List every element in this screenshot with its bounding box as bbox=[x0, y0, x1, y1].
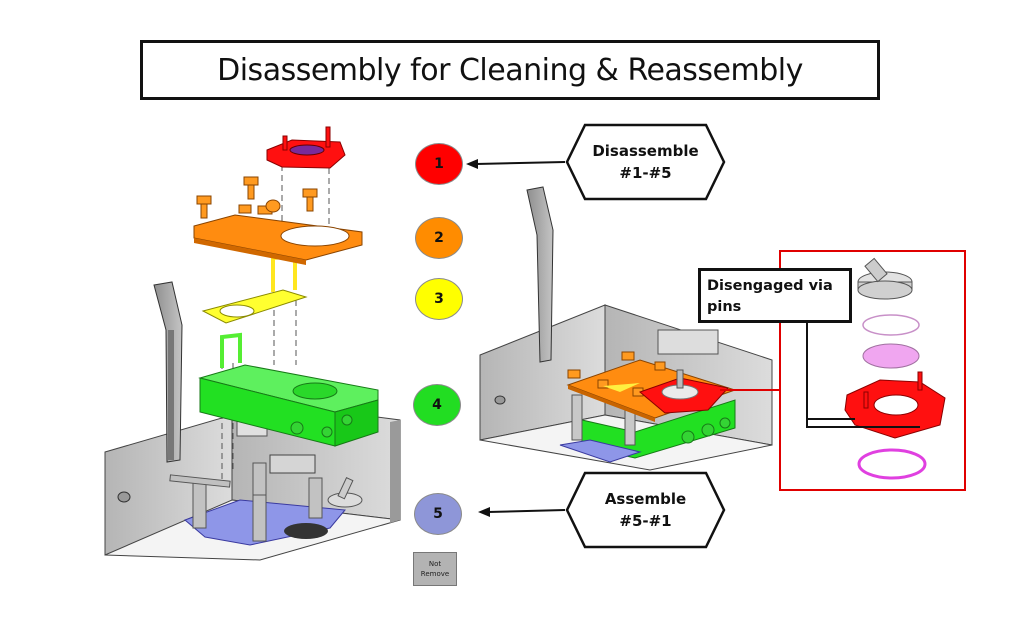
callout-disengaged-line1: Disengaged via bbox=[707, 278, 833, 294]
callout-disassemble-line1: Disassemble bbox=[592, 142, 699, 160]
magenta-o-ring bbox=[857, 448, 927, 480]
pink-disc bbox=[862, 343, 920, 369]
left-bracket-arm bbox=[153, 281, 183, 463]
step-2-label: 2 bbox=[434, 230, 444, 246]
callout-disengaged: Disengaged via pins bbox=[698, 268, 852, 323]
step-3-circle: 3 bbox=[415, 278, 463, 320]
step-5-label: 5 bbox=[433, 506, 443, 522]
callout-assemble-line2: #5-#1 bbox=[619, 512, 672, 530]
step-3-label: 3 bbox=[434, 291, 444, 307]
detail-parts bbox=[806, 257, 946, 480]
title-box: Disassembly for Cleaning & Reassembly bbox=[140, 40, 880, 100]
step-2-circle: 2 bbox=[415, 217, 463, 259]
left-posts bbox=[192, 462, 323, 542]
arrows bbox=[466, 159, 566, 517]
left-exploded-assembly bbox=[104, 126, 401, 561]
o-ring-thin bbox=[862, 314, 920, 336]
callout-assemble-line1: Assemble bbox=[604, 490, 687, 508]
step-4-label: 4 bbox=[432, 397, 442, 413]
left-orange-plate bbox=[193, 176, 363, 265]
left-yellow-plate bbox=[201, 289, 308, 324]
page-title: Disassembly for Cleaning & Reassembly bbox=[217, 52, 803, 88]
hexagon-disassemble-shape bbox=[565, 123, 726, 201]
step-5-circle: 5 bbox=[414, 493, 462, 535]
left-green-block bbox=[198, 364, 379, 447]
step-1-label: 1 bbox=[434, 156, 444, 172]
step-4-circle: 4 bbox=[413, 384, 461, 426]
step-1-circle: 1 bbox=[415, 143, 463, 185]
red-clamp-detail bbox=[844, 371, 946, 439]
callout-assemble: Assemble #5-#1 bbox=[567, 473, 724, 547]
left-green-handle bbox=[220, 332, 242, 368]
not-remove-line2: Remove bbox=[420, 570, 450, 578]
left-red-clamp bbox=[266, 126, 346, 169]
hexagon-assemble-shape bbox=[565, 471, 726, 549]
not-remove-legend: Not Remove bbox=[413, 552, 457, 586]
not-remove-line1: Not bbox=[428, 560, 442, 568]
detail-frame bbox=[779, 250, 966, 491]
left-filter-disc bbox=[284, 523, 328, 539]
right-assembled-unit bbox=[479, 186, 779, 471]
callout-disengaged-line2: pins bbox=[707, 299, 742, 315]
callout-disassemble-line2: #1-#5 bbox=[619, 164, 672, 182]
callout-disassemble: Disassemble #1-#5 bbox=[567, 125, 724, 199]
